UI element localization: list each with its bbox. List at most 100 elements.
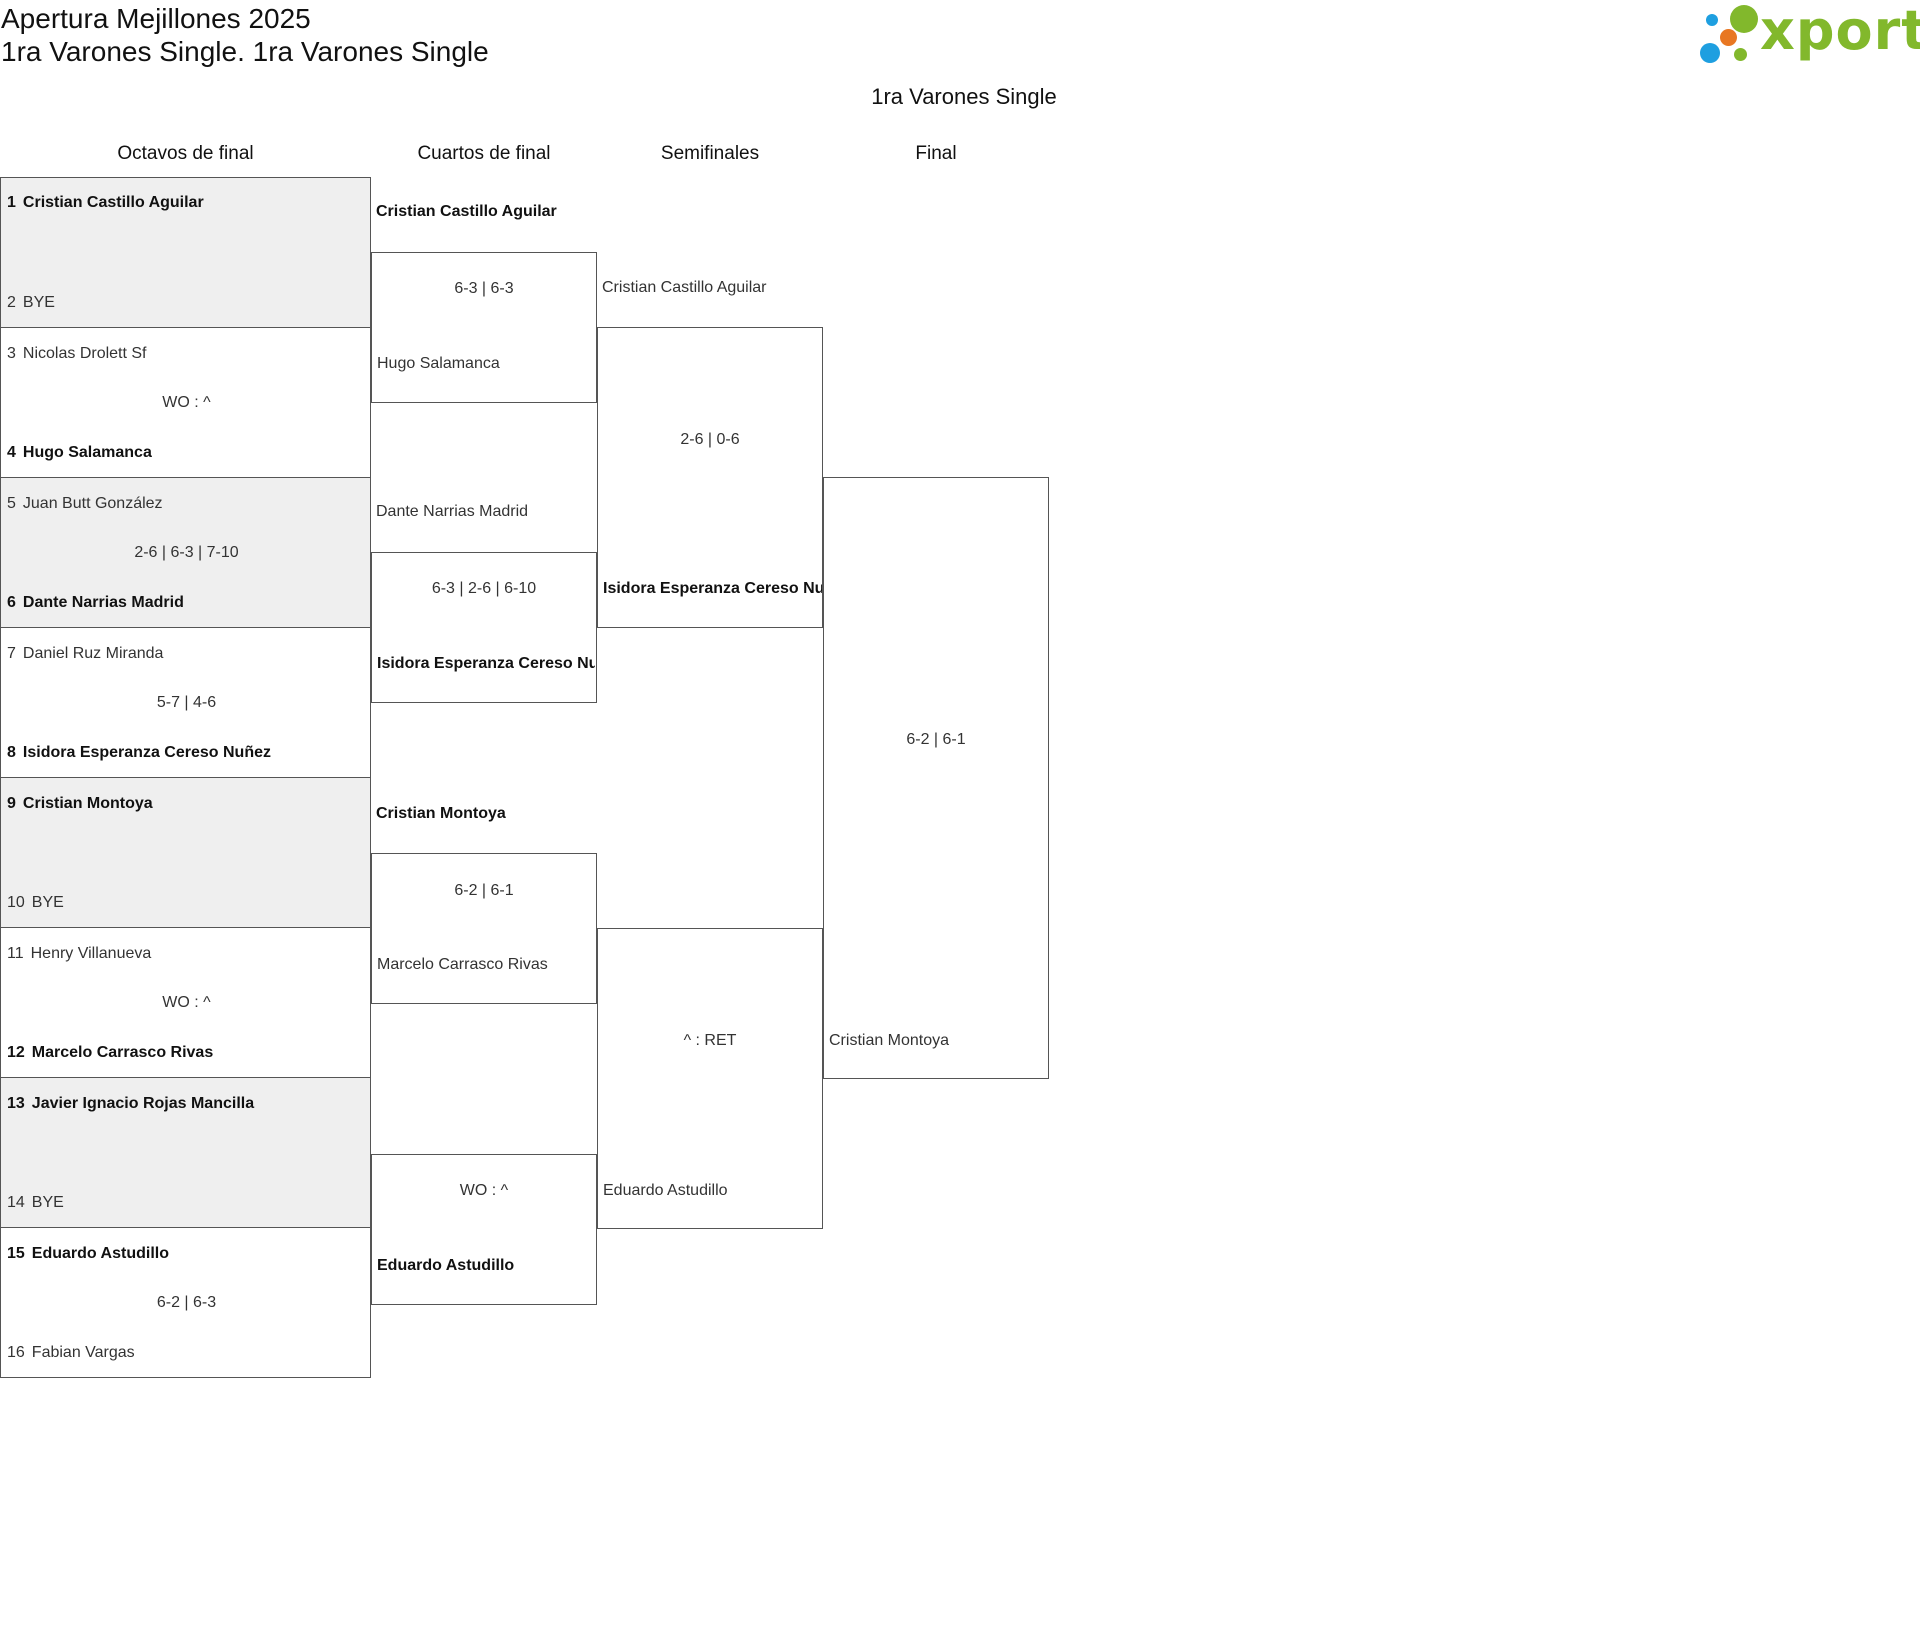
seed-number: 4 xyxy=(7,444,16,461)
final-match[interactable]: 6-2 | 6-1 Cristian Montoya xyxy=(823,477,1049,1079)
cuartos-2-player-bottom[interactable]: Isidora Esperanza Cereso Nuñez xyxy=(377,655,595,672)
logo-dot-green-bottom xyxy=(1734,48,1747,61)
semis-1-player-top[interactable]: Cristian Castillo Aguilar xyxy=(602,279,767,296)
seed-number: 14 xyxy=(7,1194,25,1211)
player-name: BYE xyxy=(31,1194,64,1211)
player-slot[interactable]: 7 Daniel Ruz Miranda xyxy=(7,645,163,663)
player-slot[interactable]: 15 Eduardo Astudillo xyxy=(7,1245,169,1263)
round-header-final: Final xyxy=(915,143,957,164)
player-slot[interactable]: 12 Marcelo Carrasco Rivas xyxy=(7,1044,213,1062)
seed-number: 8 xyxy=(7,744,16,761)
cuartos-match-3[interactable]: 6-2 | 6-1 Marcelo Carrasco Rivas xyxy=(371,853,597,1004)
player-name: Isidora Esperanza Cereso Nuñez xyxy=(22,744,271,761)
match-score: 2-6 | 6-3 | 7-10 xyxy=(134,544,239,561)
player-slot[interactable]: 2 BYE xyxy=(7,294,55,312)
seed-number: 6 xyxy=(7,594,16,611)
player-slot[interactable]: 13 Javier Ignacio Rojas Mancilla xyxy=(7,1095,254,1113)
match-score: WO : ^ xyxy=(162,994,211,1011)
round-header-octavos: Octavos de final xyxy=(117,143,254,164)
final-player-bottom[interactable]: Cristian Montoya xyxy=(829,1032,950,1049)
match-score: 6-2 | 6-1 xyxy=(454,882,514,899)
semis-match-1[interactable]: 2-6 | 0-6 Isidora Esperanza Cereso Nuñez xyxy=(597,327,823,628)
player-slot[interactable]: 9 Cristian Montoya xyxy=(7,795,153,813)
octavos-match-2[interactable]: 3 Nicolas Drolett Sf WO : ^ 4 Hugo Salaman… xyxy=(0,327,371,478)
player-slot[interactable]: 5 Juan Butt González xyxy=(7,495,163,513)
player-slot[interactable]: 1 Cristian Castillo Aguilar xyxy=(7,194,204,212)
seed-number: 16 xyxy=(7,1344,25,1361)
xporty-logo[interactable]: xporty xyxy=(1700,0,1920,69)
player-name: Daniel Ruz Miranda xyxy=(22,645,164,662)
player-slot[interactable]: 6 Dante Narrias Madrid xyxy=(7,594,184,612)
player-name: Dante Narrias Madrid xyxy=(22,594,184,611)
seed-number: 9 xyxy=(7,795,16,812)
seed-number: 15 xyxy=(7,1245,25,1262)
match-score: 6-3 | 2-6 | 6-10 xyxy=(431,580,537,597)
player-name: Henry Villanueva xyxy=(30,945,152,962)
logo-dot-blue-bottom xyxy=(1700,43,1720,63)
cuartos-match-2[interactable]: 6-3 | 2-6 | 6-10 Isidora Esperanza Ceres… xyxy=(371,552,597,703)
match-score: WO : ^ xyxy=(162,394,211,411)
round-header-cuartos: Cuartos de final xyxy=(417,143,551,164)
player-slot[interactable]: 10 BYE xyxy=(7,894,64,912)
cuartos-2-player-top[interactable]: Dante Narrias Madrid xyxy=(376,503,529,520)
player-name: Fabian Vargas xyxy=(31,1344,135,1361)
round-header-semis: Semifinales xyxy=(660,143,760,164)
seed-number: 10 xyxy=(7,894,25,911)
octavos-match-7[interactable]: 13 Javier Ignacio Rojas Mancilla 14 BYE xyxy=(0,1077,371,1228)
semis-2-player-bottom[interactable]: Eduardo Astudillo xyxy=(603,1182,728,1199)
cuartos-3-player-bottom[interactable]: Marcelo Carrasco Rivas xyxy=(377,956,548,973)
player-slot[interactable]: 14 BYE xyxy=(7,1194,64,1212)
match-score: WO : ^ xyxy=(459,1182,509,1199)
player-name: Nicolas Drolett Sf xyxy=(22,345,147,362)
match-score: 2-6 | 0-6 xyxy=(680,431,740,448)
player-name: Cristian Montoya xyxy=(22,795,153,812)
seed-number: 13 xyxy=(7,1095,25,1112)
match-score: 5-7 | 4-6 xyxy=(156,694,217,711)
seed-number: 12 xyxy=(7,1044,25,1061)
bracket-title: 1ra Varones Single xyxy=(871,84,1057,109)
octavos-match-8[interactable]: 15 Eduardo Astudillo 6-2 | 6-3 16 Fabian V… xyxy=(0,1227,371,1378)
seed-number: 3 xyxy=(7,345,16,362)
octavos-match-3[interactable]: 5 Juan Butt González 2-6 | 6-3 | 7-10 6 Da… xyxy=(0,477,371,628)
logo-wordmark: xporty xyxy=(1760,0,1920,62)
octavos-match-6[interactable]: 11 Henry Villanueva WO : ^ 12 Marcelo Carr… xyxy=(0,927,371,1078)
seed-number: 2 xyxy=(7,294,16,311)
player-slot[interactable]: 16 Fabian Vargas xyxy=(7,1344,135,1362)
cuartos-3-player-top[interactable]: Cristian Montoya xyxy=(376,805,506,822)
player-name: Hugo Salamanca xyxy=(22,444,152,461)
match-score: 6-2 | 6-3 xyxy=(156,1294,217,1311)
logo-dot-blue-top xyxy=(1706,14,1718,26)
cuartos-4-player-bottom[interactable]: Eduardo Astudillo xyxy=(377,1257,515,1274)
cuartos-match-1[interactable]: 6-3 | 6-3 Hugo Salamanca xyxy=(371,252,597,403)
player-slot[interactable]: 3 Nicolas Drolett Sf xyxy=(7,345,147,363)
player-name: Juan Butt González xyxy=(22,495,163,512)
match-score: 6-2 | 6-1 xyxy=(906,731,966,748)
player-slot[interactable]: 11 Henry Villanueva xyxy=(7,945,151,963)
seed-number: 11 xyxy=(7,945,24,962)
player-name: BYE xyxy=(22,294,55,311)
semis-1-player-bottom[interactable]: Isidora Esperanza Cereso Nuñez xyxy=(603,580,822,597)
octavos-match-5[interactable]: 9 Cristian Montoya 10 BYE xyxy=(0,777,371,928)
cuartos-1-player-top[interactable]: Cristian Castillo Aguilar xyxy=(376,203,557,220)
player-slot[interactable]: 4 Hugo Salamanca xyxy=(7,444,152,462)
logo-dot-orange xyxy=(1720,29,1737,46)
player-name: Eduardo Astudillo xyxy=(31,1245,169,1262)
player-name: BYE xyxy=(31,894,64,911)
player-name: Javier Ignacio Rojas Mancilla xyxy=(31,1095,255,1112)
page-title: Apertura Mejillones 2025 xyxy=(1,3,311,34)
player-name: Marcelo Carrasco Rivas xyxy=(31,1044,214,1061)
seed-number: 5 xyxy=(7,495,16,512)
match-score: 6-3 | 6-3 xyxy=(454,280,514,297)
seed-number: 1 xyxy=(7,194,16,211)
octavos-match-1[interactable]: 1 Cristian Castillo Aguilar 2 BYE xyxy=(0,177,371,328)
match-score: ^ : RET xyxy=(683,1032,737,1049)
semis-match-2[interactable]: ^ : RET Eduardo Astudillo xyxy=(597,928,823,1229)
player-name: Cristian Castillo Aguilar xyxy=(22,194,204,211)
seed-number: 7 xyxy=(7,645,16,662)
octavos-match-4[interactable]: 7 Daniel Ruz Miranda 5-7 | 4-6 8 Isidora E… xyxy=(0,627,371,778)
logo-dot-green-top xyxy=(1730,5,1758,33)
page-subtitle: 1ra Varones Single. 1ra Varones Single xyxy=(1,36,489,67)
cuartos-1-player-bottom[interactable]: Hugo Salamanca xyxy=(377,355,500,372)
player-slot[interactable]: 8 Isidora Esperanza Cereso Nuñez xyxy=(7,744,271,762)
cuartos-match-4[interactable]: WO : ^ Eduardo Astudillo xyxy=(371,1154,597,1305)
